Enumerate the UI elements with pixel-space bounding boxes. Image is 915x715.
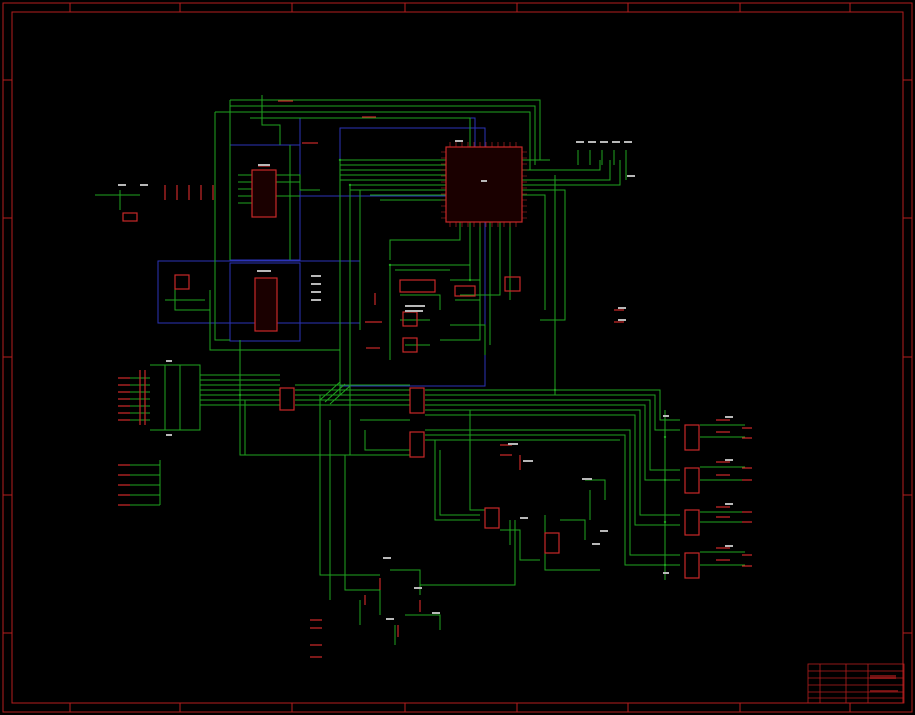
title-block [807, 663, 905, 704]
mcu-pins [441, 142, 527, 227]
ic-mid-3 [399, 279, 436, 293]
bus-regions [157, 117, 486, 387]
ic-mid-2 [402, 337, 418, 353]
ic-upper-left [251, 169, 277, 218]
label-marks [118, 140, 733, 620]
connector-small-1 [174, 274, 190, 290]
ic-right-1 [684, 424, 700, 451]
wire-network [95, 95, 745, 645]
frame-ticks [3, 3, 912, 712]
ic-right-3 [684, 509, 700, 536]
connector-small-3 [454, 285, 476, 297]
ic-right-4 [684, 552, 700, 579]
ic-lower-4 [484, 507, 500, 529]
ic-right-2 [684, 467, 700, 494]
components [118, 100, 752, 658]
ic-mid-1 [402, 311, 418, 327]
connector-small-2 [504, 276, 521, 292]
junctions [238, 158, 667, 567]
connector-top-left [122, 212, 138, 222]
ic-lower-5 [544, 532, 560, 554]
mcu-chip [445, 146, 523, 223]
ic-lower-1 [279, 387, 295, 411]
ic-lower-2 [409, 387, 425, 414]
ic-lower-3 [409, 431, 425, 458]
ic-lower-left [254, 277, 278, 332]
